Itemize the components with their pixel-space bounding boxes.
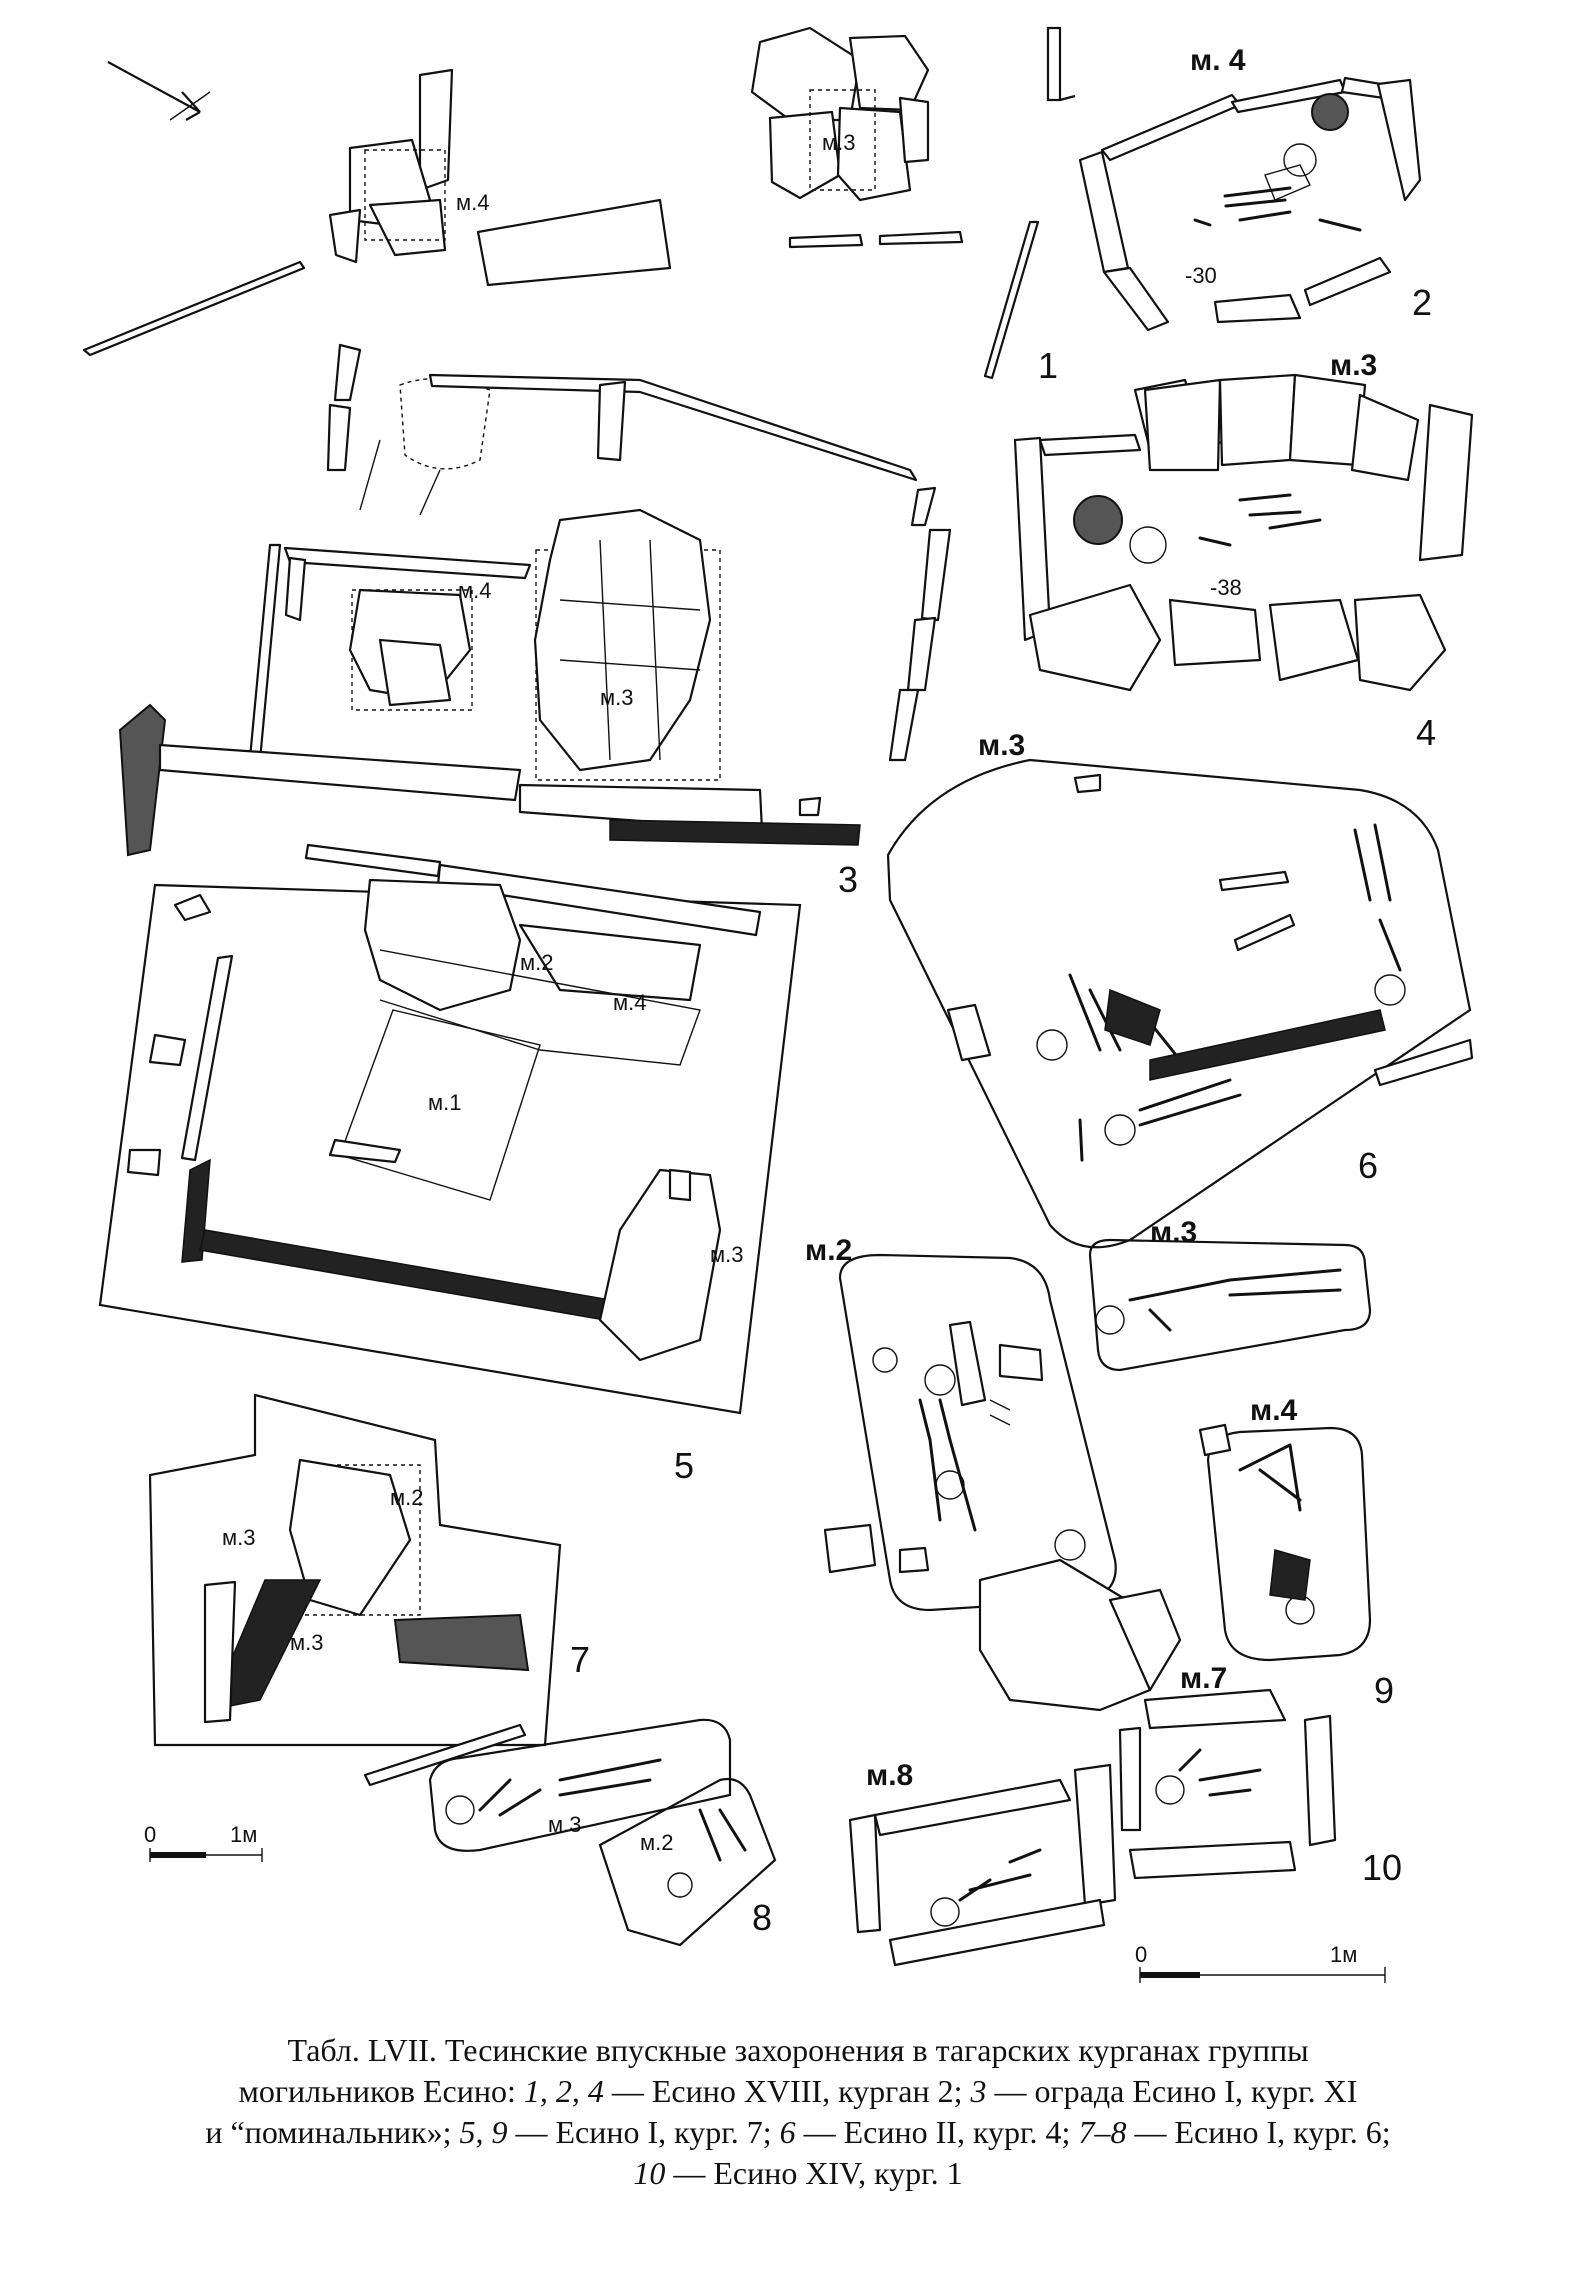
fig1-number: 1 (1038, 345, 1058, 386)
scale-left-end: 1м (230, 1822, 257, 1847)
figure-10: м.7 м.8 10 (848, 1662, 1402, 1967)
caption-line-1: Табл. LVII. Тесинские впускные захоронен… (70, 2030, 1526, 2071)
fig5-number: 5 (674, 1445, 694, 1486)
caption-line-3-c: — Есино I, кург. 7; (507, 2114, 780, 2150)
fig5-label-m1: м.1 (428, 1090, 461, 1115)
fig1-label-m3: м.3 (822, 130, 855, 155)
fig9-number: 9 (1374, 1670, 1394, 1711)
fig4-depth: -38 (1210, 575, 1242, 600)
fig8-label-m3: м.3 (548, 1812, 581, 1837)
figure-7: м.2 м.3 м.3 7 (148, 1393, 590, 1747)
caption-line-2-a: могильников Есино: (238, 2073, 524, 2109)
scale-bar-right: 0 1м (1135, 1942, 1386, 1983)
caption-line-2-b: 1, 2, 4 (523, 2073, 604, 2109)
caption-line-3-e: — Есино II, кург. 4; (795, 2114, 1079, 2150)
fig1-label-m4: м.4 (456, 190, 489, 215)
caption-line-2: могильников Есино: 1, 2, 4 — Есино XVIII… (70, 2071, 1526, 2112)
caption-line-2-d: 3 (970, 2073, 987, 2109)
fig7-number: 7 (570, 1639, 590, 1680)
scale-bar-left: 0 1м (144, 1822, 263, 1862)
figure-4: м.3 -38 4 (1013, 349, 1474, 753)
fig3-label-m3: м.3 (600, 685, 633, 710)
figure-caption: Табл. LVII. Тесинские впускные захоронен… (70, 2030, 1526, 2194)
fig10-label-m7: м.7 (1180, 1662, 1227, 1695)
fig2-label-m4: м. 4 (1190, 44, 1246, 77)
fig9-label-m2: м.2 (805, 1234, 852, 1267)
fig5-label-m2: м.2 (520, 950, 553, 975)
scale-right-start: 0 (1135, 1942, 1147, 1967)
caption-line-2-c: — Есино XVIII, курган 2; (603, 2073, 971, 2109)
caption-line-1-text: Табл. LVII. Тесинские впускные захоронен… (287, 2032, 1309, 2068)
scale-right-end: 1м (1330, 1942, 1357, 1967)
fig4-label-m3: м.3 (1330, 349, 1377, 382)
fig3-number: 3 (838, 859, 858, 900)
caption-line-3-a: и “поминальник»; (205, 2114, 460, 2150)
fig5-label-m3: м.3 (710, 1242, 743, 1267)
figure-5: м.2 м.4 м.1 м.3 5 (98, 843, 802, 1486)
fig3-label-m4: м.4 (458, 578, 491, 603)
caption-line-3-g: — Есино I, кург. 6; (1126, 2114, 1391, 2150)
figure-6: м.3 6 (886, 729, 1474, 1249)
fig10-label-m8: м.8 (866, 1759, 913, 1792)
caption-line-4-b: — Есино XIV, кург. 1 (665, 2155, 963, 2191)
fig7-label-m3b: м.3 (290, 1630, 323, 1655)
figure-9: м.2 м.3 м.4 9 (805, 1216, 1394, 1712)
fig2-depth: -30 (1185, 263, 1217, 288)
caption-line-3-f: 7–8 (1078, 2114, 1127, 2150)
caption-line-4-a: 10 (633, 2155, 666, 2191)
fig7-label-m2: м.2 (390, 1485, 423, 1510)
caption-line-2-e: — ограда Есино I, кург. XI (986, 2073, 1358, 2109)
figure-1: м.4 м.3 1 (82, 26, 1076, 386)
fig7-label-m3a: м.3 (222, 1525, 255, 1550)
fig9-label-m4: м.4 (1250, 1394, 1298, 1427)
caption-line-3-d: 6 (779, 2114, 796, 2150)
fig9-label-m3: м.3 (1150, 1216, 1197, 1249)
fig6-label-m3: м.3 (978, 729, 1025, 762)
fig8-number: 8 (752, 1897, 772, 1938)
fig5-label-m4: м.4 (613, 990, 646, 1015)
figure-8: м.3 м.2 8 (363, 1718, 777, 1947)
figure-3: м.4 м.3 3 (118, 343, 952, 900)
fig10-number: 10 (1362, 1847, 1402, 1888)
caption-line-3-b: 5, 9 (459, 2114, 508, 2150)
figure-2: м. 4 -30 2 (1078, 44, 1432, 332)
caption-line-4: 10 — Есино XIV, кург. 1 (70, 2153, 1526, 2194)
fig4-number: 4 (1416, 712, 1436, 753)
scale-left-start: 0 (144, 1822, 156, 1847)
fig8-label-m2: м.2 (640, 1830, 673, 1855)
fig6-number: 6 (1358, 1145, 1378, 1186)
fig2-number: 2 (1412, 282, 1432, 323)
plate-drawings: м.4 м.3 1 м. 4 -30 2 (82, 26, 1474, 1983)
caption-line-3: и “поминальник»; 5, 9 — Есино I, кург. 7… (70, 2112, 1526, 2153)
